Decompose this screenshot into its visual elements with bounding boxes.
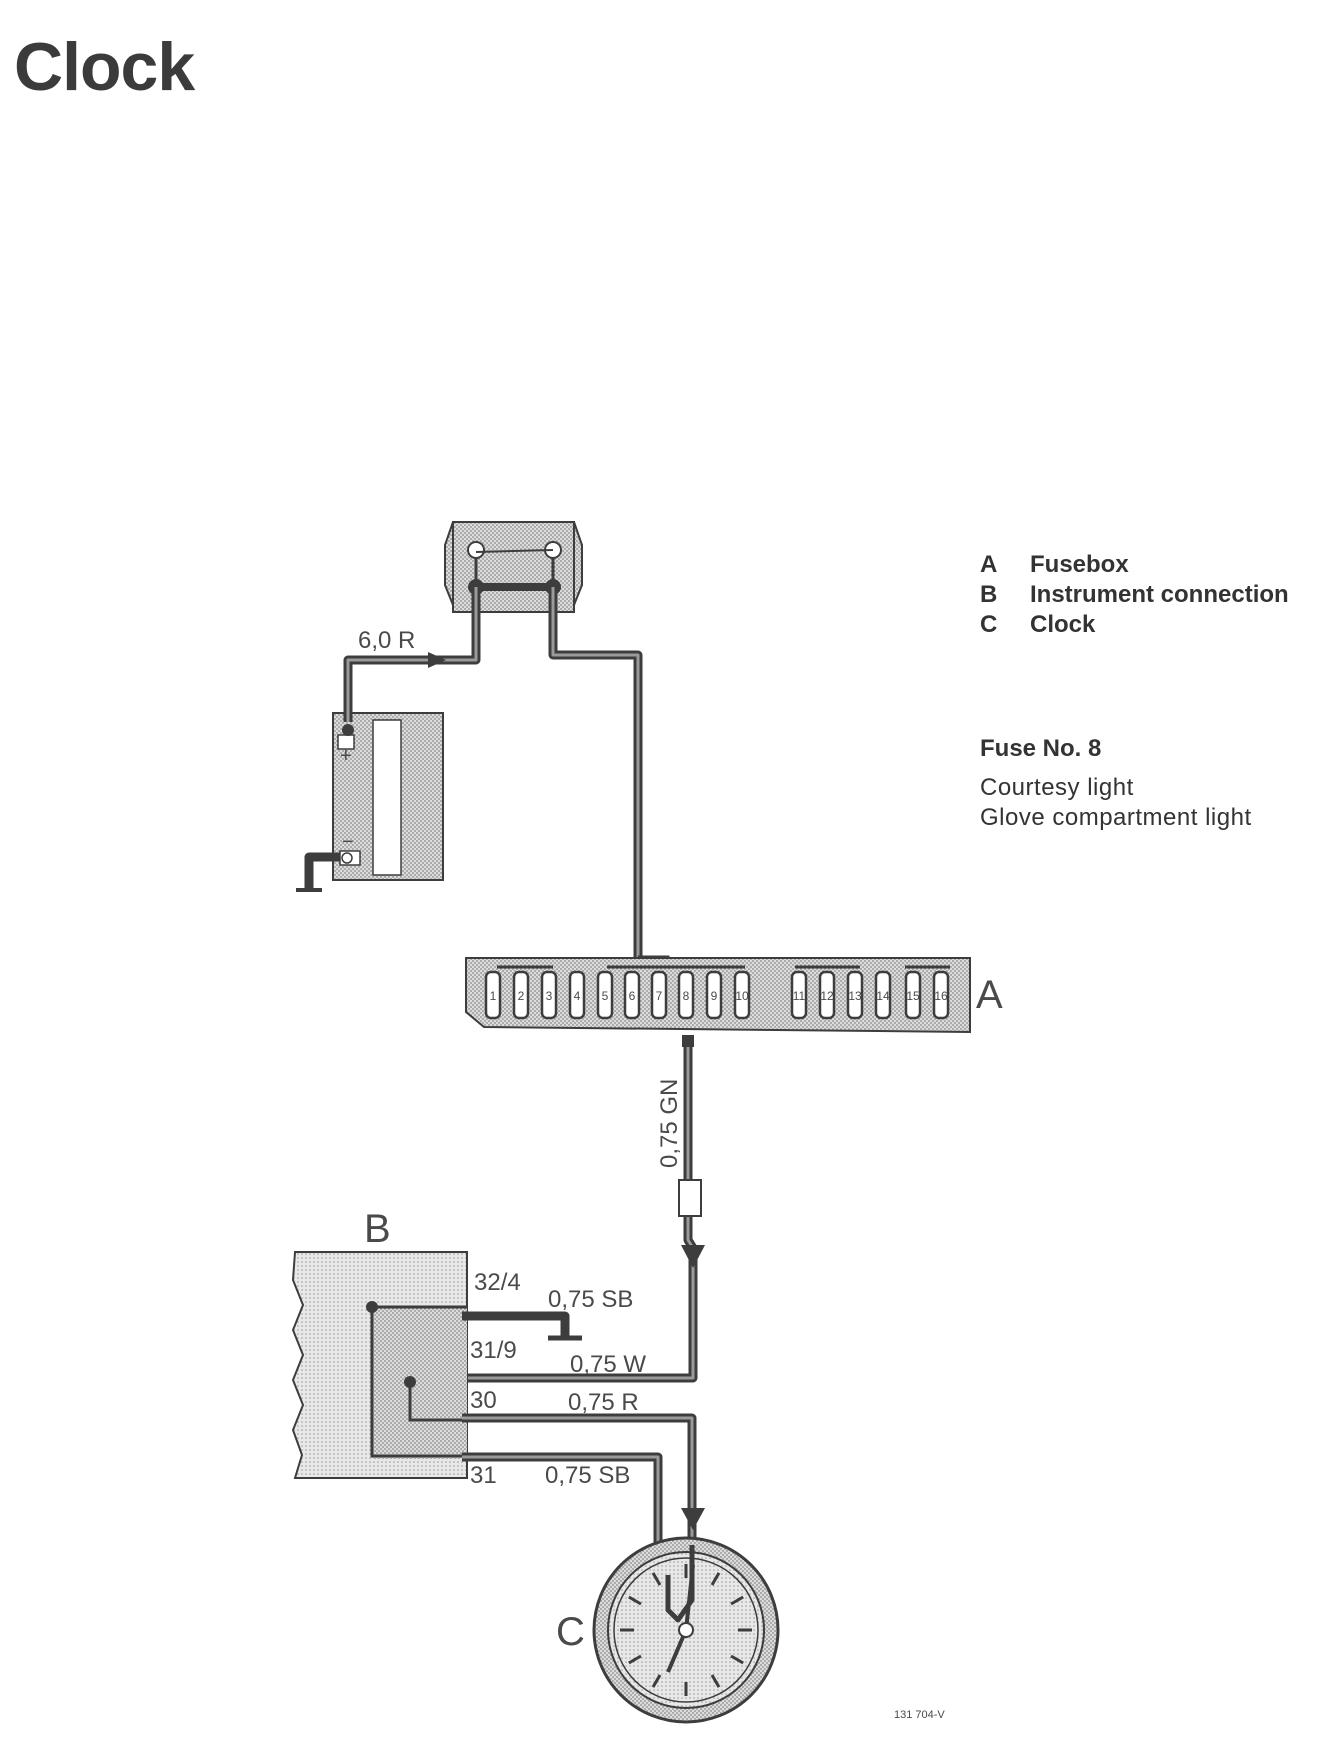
fusebox-label: A <box>976 973 1003 1017</box>
instrument-connection <box>291 1251 468 1479</box>
fuse-number: 3 <box>546 989 553 1003</box>
fuse-info-title: Fuse No. 8 <box>980 735 1102 762</box>
legend-text: Instrument connection <box>1030 581 1289 608</box>
legend-letter: A <box>980 551 998 578</box>
pin-wire-30 <box>462 1413 697 1545</box>
fuse-number: 4 <box>574 989 581 1003</box>
fuse-11 <box>790 970 808 1020</box>
battery-wire-label: 6,0 R <box>358 627 415 654</box>
pin-label: 31 <box>470 1462 497 1489</box>
fuse-number: 14 <box>876 989 890 1003</box>
fuse-info: Fuse No. 8 Courtesy light Glove compartm… <box>980 735 1320 833</box>
clock-tick <box>730 1654 744 1665</box>
fuse-7 <box>650 970 668 1020</box>
legend-letter: C <box>980 611 998 638</box>
clock-tick <box>710 1674 721 1688</box>
clock-tick <box>628 1654 642 1665</box>
fuse-number: 10 <box>735 989 749 1003</box>
current-arrow <box>681 1245 705 1268</box>
fuse-number: 13 <box>848 989 862 1003</box>
legend: A Fusebox B Instrument connection C Cloc… <box>980 550 1320 640</box>
clock <box>592 1536 780 1724</box>
fuse-number: 5 <box>602 989 609 1003</box>
legend-item-c: C Clock <box>980 610 1320 640</box>
feed-wire-label: 0,75 GN <box>656 1079 683 1168</box>
fuse-9 <box>705 970 723 1020</box>
battery-ground-wire <box>304 852 340 890</box>
fuse-number: 1 <box>490 989 497 1003</box>
legend-letter: B <box>980 581 998 608</box>
fuse-number: 8 <box>683 989 690 1003</box>
clock-tick <box>651 1572 662 1586</box>
legend-text: Clock <box>1030 611 1096 638</box>
instrument-label: B <box>364 1207 391 1251</box>
battery-plus: + <box>340 745 352 767</box>
fuse-15 <box>904 970 922 1020</box>
pin-label: 32/4 <box>474 1269 521 1296</box>
fuse-number: 16 <box>934 989 948 1003</box>
pin-wire-32-4 <box>462 1311 570 1338</box>
fuse-info-item: Courtesy light <box>980 774 1134 801</box>
clock-tick <box>651 1674 662 1688</box>
wire-label: 0,75 W <box>570 1351 646 1378</box>
fuse-number: 15 <box>906 989 920 1003</box>
pin-label: 30 <box>470 1387 497 1414</box>
clock-tick <box>730 1595 744 1606</box>
clock-tick <box>628 1595 642 1606</box>
top-connector-block <box>444 521 583 613</box>
fuse-12 <box>818 970 836 1020</box>
pin-label: 31/9 <box>470 1337 517 1364</box>
feed-wire-gn <box>462 1035 705 1383</box>
fuse-number: 2 <box>518 989 525 1003</box>
wire-label: 0,75 SB <box>548 1286 633 1313</box>
fuse-number: 12 <box>820 989 834 1003</box>
fuse-number: 11 <box>793 989 806 1003</box>
fuse-14 <box>874 970 892 1020</box>
connector-to-fusebox-wire <box>548 587 747 975</box>
clock-label: C <box>556 1610 585 1654</box>
wire-label: 0,75 R <box>568 1389 639 1416</box>
fuse-number: 9 <box>711 989 718 1003</box>
legend-item-a: A Fusebox <box>980 550 1320 580</box>
legend-item-b: B Instrument connection <box>980 580 1320 610</box>
fuse-number: 7 <box>656 989 663 1003</box>
fuse-8 <box>677 970 695 1020</box>
fuse-number: 6 <box>629 989 636 1003</box>
fuse-16 <box>932 970 950 1020</box>
page-title: Clock <box>14 29 195 105</box>
legend-text: Fusebox <box>1030 551 1129 578</box>
current-arrow <box>681 1508 705 1530</box>
fuse-6 <box>623 970 641 1020</box>
fuse-3 <box>540 970 558 1020</box>
fuse-4 <box>568 970 586 1020</box>
wire-label: 0,75 SB <box>545 1462 630 1489</box>
battery-minus: − <box>342 831 354 853</box>
fuse-13 <box>846 970 864 1020</box>
battery-feed-wire <box>343 587 481 722</box>
battery: + − <box>332 712 444 881</box>
reference-code: 131 704-V <box>894 1709 945 1721</box>
fuse-1 <box>484 970 502 1020</box>
fuse-5 <box>596 970 614 1020</box>
inline-connector <box>678 1179 702 1217</box>
clock-tick <box>710 1572 721 1586</box>
fuse-10 <box>733 970 751 1020</box>
fuse-2 <box>512 970 530 1020</box>
fuse-info-item: Glove compartment light <box>980 804 1252 831</box>
current-arrow <box>428 652 446 668</box>
